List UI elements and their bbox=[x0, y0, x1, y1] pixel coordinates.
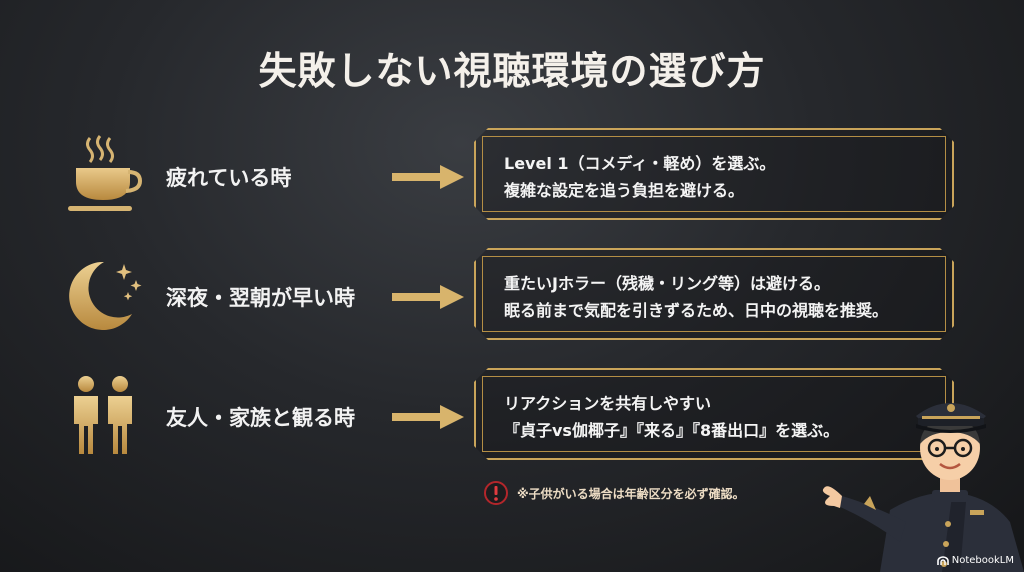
advice-text: リアクションを共有しやすい 『貞子vs伽椰子』『来る』『8番出口』を選ぶ。 bbox=[504, 390, 934, 444]
row-with-friends: 友人・家族と観る時 リアクションを共有しやすい 『貞子vs伽椰子』『来る』『8番… bbox=[0, 368, 1024, 468]
advice-line: 複雑な設定を追う負担を避ける。 bbox=[504, 181, 745, 200]
advice-box: 重たいJホラー（残穢・リング等）は避ける。 眠る前まで気配を引きずるため、日中の… bbox=[474, 248, 954, 340]
advice-line: 『貞子vs伽椰子』『来る』『8番出口』を選ぶ。 bbox=[504, 421, 840, 440]
advice-line: Level 1（コメディ・軽め）を選ぶ。 bbox=[504, 154, 776, 173]
right-arrow-icon bbox=[392, 165, 464, 189]
advice-line: リアクションを共有しやすい bbox=[504, 394, 712, 413]
page-title: 失敗しない視聴環境の選び方 bbox=[258, 49, 766, 93]
box-inner-border bbox=[482, 256, 946, 332]
coffee-cup-icon bbox=[68, 135, 143, 211]
advice-line: 眠る前まで気配を引きずるため、日中の視聴を推奨。 bbox=[504, 301, 889, 320]
age-rating-warning: ※子供がいる場合は年齢区分を必ず確認。 bbox=[484, 480, 745, 506]
row-label: 深夜・翌朝が早い時 bbox=[166, 286, 355, 310]
advice-box: リアクションを共有しやすい 『貞子vs伽椰子』『来る』『8番出口』を選ぶ。 bbox=[474, 368, 954, 460]
right-arrow-icon bbox=[392, 285, 464, 309]
exclamation-icon bbox=[484, 481, 508, 505]
two-people-icon bbox=[74, 376, 132, 454]
row-label: 疲れている時 bbox=[166, 166, 292, 190]
notebooklm-logo-icon bbox=[936, 555, 949, 565]
advice-box: Level 1（コメディ・軽め）を選ぶ。 複雑な設定を追う負担を避ける。 bbox=[474, 128, 954, 220]
advice-line: 重たいJホラー（残穢・リング等）は避ける。 bbox=[504, 274, 830, 293]
row-tired: 疲れている時 Level 1（コメディ・軽め）を選ぶ。 複雑な設定を追う負担を避… bbox=[0, 128, 1024, 228]
right-arrow-icon bbox=[392, 405, 464, 429]
row-label: 友人・家族と観る時 bbox=[166, 406, 355, 430]
brand-text: NotebookLM bbox=[951, 555, 1014, 566]
warning-text: ※子供がいる場合は年齢区分を必ず確認。 bbox=[517, 486, 745, 501]
conductor-illustration bbox=[822, 403, 1024, 572]
row-late-night: 深夜・翌朝が早い時 重たいJホラー（残穢・リング等）は避ける。 眠る前まで気配を… bbox=[0, 248, 1024, 348]
branding: NotebookLM bbox=[936, 555, 1014, 566]
crescent-moon-stars-icon bbox=[69, 261, 142, 330]
advice-text: Level 1（コメディ・軽め）を選ぶ。 複雑な設定を追う負担を避ける。 bbox=[504, 150, 934, 204]
box-inner-border bbox=[482, 136, 946, 212]
advice-text: 重たいJホラー（残穢・リング等）は避ける。 眠る前まで気配を引きずるため、日中の… bbox=[504, 270, 934, 324]
